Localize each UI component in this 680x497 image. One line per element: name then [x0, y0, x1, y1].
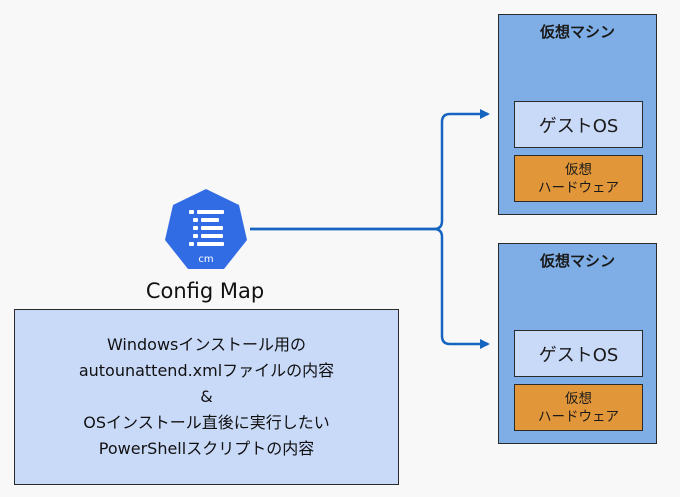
virtual-machine-1: 仮想マシン ゲストOS 仮想 ハードウェア	[498, 14, 657, 215]
description-line: &	[200, 387, 213, 406]
description-line: PowerShellスクリプトの内容	[98, 439, 315, 458]
guest-os-box: ゲストOS	[514, 330, 643, 377]
guest-os-box: ゲストOS	[514, 101, 643, 148]
hardware-label-line: ハードウェア	[538, 408, 619, 425]
virtual-hardware-box: 仮想 ハードウェア	[514, 384, 643, 431]
connector-to-vm-2	[250, 227, 490, 349]
list-lines-icon	[189, 210, 224, 246]
guest-os-label: ゲストOS	[538, 115, 619, 137]
virtual-hardware-box: 仮想 ハードウェア	[514, 155, 643, 202]
config-map-label: Config Map	[145, 279, 265, 303]
description-line: autounattend.xmlファイルの内容	[78, 361, 335, 380]
cm-icon-text: cm	[198, 254, 213, 265]
hardware-label-line: 仮想	[565, 161, 592, 178]
description-line: Windowsインストール用の	[106, 335, 307, 354]
hardware-label-line: 仮想	[565, 390, 592, 407]
connector-to-vm-1	[250, 109, 490, 231]
hardware-label-line: ハードウェア	[538, 179, 619, 196]
virtual-machine-2: 仮想マシン ゲストOS 仮想 ハードウェア	[498, 243, 657, 444]
config-map-contents-box: Windowsインストール用の autounattend.xmlファイルの内容 …	[14, 309, 399, 485]
vm-title: 仮想マシン	[539, 23, 615, 41]
vm-title: 仮想マシン	[539, 252, 615, 270]
guest-os-label: ゲストOS	[538, 344, 619, 366]
config-map-icon: cm	[162, 187, 250, 273]
description-line: OSインストール直後に実行したい	[83, 413, 330, 432]
